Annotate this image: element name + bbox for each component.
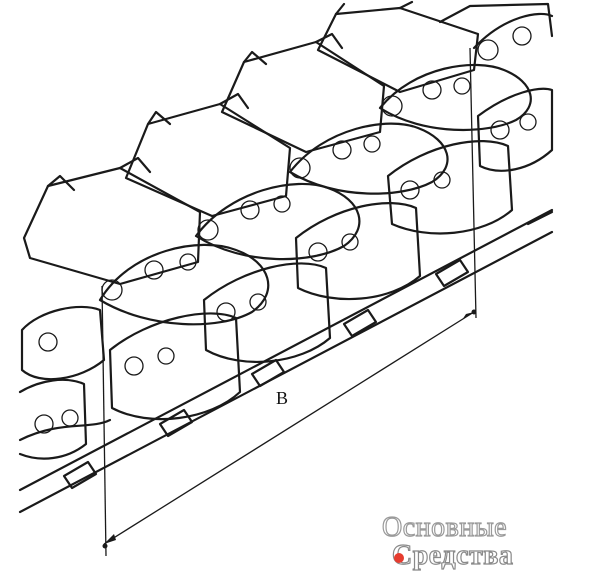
lower-link-row bbox=[18, 87, 554, 514]
watermark-line-2: Средства bbox=[391, 540, 514, 571]
dimension-label: B bbox=[276, 388, 289, 408]
upper-shoe-row bbox=[22, 0, 554, 286]
watermark-logo: Основные Средства bbox=[381, 512, 514, 571]
watermark-line-1: Основные bbox=[381, 512, 508, 543]
watermark-dot-icon bbox=[394, 553, 404, 563]
dimension-b bbox=[101, 47, 477, 557]
